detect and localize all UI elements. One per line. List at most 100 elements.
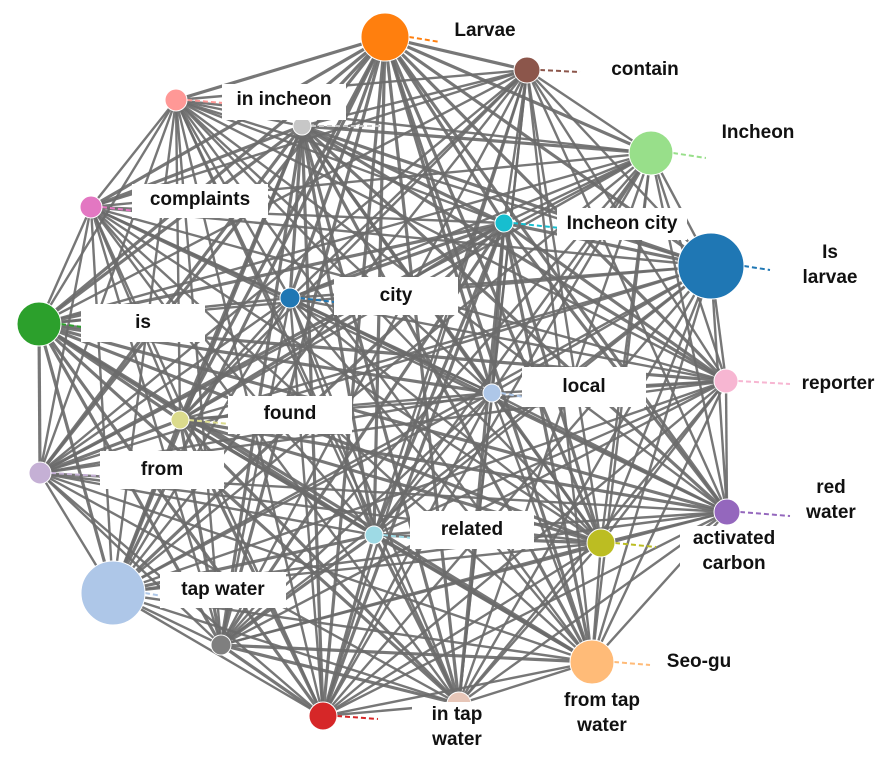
edge-local-red_water (491, 391, 728, 514)
edge-related-red_bottom (321, 534, 376, 717)
edge-local-activated_carbon (491, 392, 602, 544)
node-activated_carbon (586, 528, 616, 558)
edge-gray_top-incheon (301, 124, 652, 155)
edge-is_larvae-gray_bottom (220, 265, 712, 646)
edge-contain-activated_carbon (525, 69, 603, 544)
node-incheon_city (494, 213, 514, 233)
edge-seo_gu-in_tap_water (458, 660, 593, 706)
edge-related-tap_water (112, 533, 375, 595)
edge-activated_carbon-in_tap_water (458, 542, 602, 705)
label-red-water: red water (796, 475, 866, 529)
edge-gray_bottom-in_tap_water (220, 643, 460, 706)
edge-found-red_water (179, 418, 728, 514)
edge-is-from (37, 323, 42, 474)
edge-larvae-activated_carbon (383, 36, 603, 544)
label-activated-carbon: activated carbon (680, 526, 788, 580)
edge-found-from (39, 418, 181, 475)
edge-is-red_water (38, 322, 728, 514)
edge-complaints-seo_gu (90, 206, 593, 663)
leader-incheon (672, 152, 707, 159)
leader-activated_carbon (614, 542, 657, 548)
edge-related-in_tap_water (372, 534, 461, 705)
node-red_bottom (308, 701, 338, 731)
edge-is_larvae-seo_gu (590, 265, 713, 663)
edge-is_larvae-found (179, 264, 712, 422)
leader-city (299, 297, 335, 303)
leader-is (60, 323, 83, 328)
label-incheon: Incheon (706, 120, 810, 172)
edge-larvae-reporter (383, 35, 728, 383)
edge-is_larvae-from (39, 264, 712, 475)
edge-from-gray_bottom (39, 472, 222, 646)
node-is_larvae (677, 232, 745, 300)
edge-gray_bottom-red_bottom (220, 643, 324, 718)
label-reporter: reporter (790, 370, 886, 400)
edge-incheon_city-reporter (503, 221, 727, 383)
edge-complaints-activated_carbon (90, 205, 602, 545)
edge-activated_carbon-red_bottom (322, 541, 602, 718)
label-contain: contain (590, 57, 700, 82)
node-local (482, 383, 502, 403)
node-reporter (713, 368, 739, 394)
edge-related-gray_bottom (220, 533, 375, 647)
edge-is_larvae-tap_water (112, 264, 712, 595)
leader-complaints (101, 206, 136, 212)
edge-larvae-found (178, 36, 387, 421)
leader-red_water (739, 511, 791, 517)
edge-city-found (179, 297, 291, 421)
edge-incheon-is (38, 151, 652, 326)
nodes (16, 12, 791, 731)
node-from (28, 461, 52, 485)
node-incheon (628, 130, 674, 176)
label-is-larvae: Is larvae (790, 240, 870, 294)
label-is: is (81, 304, 205, 342)
label-in-incheon: in incheon (222, 84, 346, 120)
label-complaints: complaints (132, 184, 268, 218)
edge-local-seo_gu (490, 392, 594, 663)
edge-in_incheon-activated_carbon (175, 99, 602, 544)
edge-contain-gray_bottom (219, 69, 529, 646)
label-found: found (228, 396, 352, 434)
leader-reporter (737, 380, 791, 385)
edge-gray_top-complaints (90, 124, 303, 209)
leader-related (382, 534, 413, 539)
node-complaints (79, 195, 103, 219)
leader-larvae (408, 36, 441, 43)
edge-gray_bottom-seo_gu (220, 643, 593, 664)
node-tap_water (80, 560, 146, 626)
edge-gray_top-is (38, 124, 303, 326)
edge-larvae-in_incheon (175, 35, 386, 102)
leader-from (50, 472, 101, 477)
edge-related-seo_gu (373, 533, 593, 664)
edge-gray_top-seo_gu (300, 125, 594, 663)
edge-activated_carbon-gray_bottom (220, 541, 602, 647)
label-tap-water: tap water (160, 572, 286, 608)
label-incheon-city: Incheon city (557, 208, 687, 240)
leader-local (500, 392, 525, 398)
edge-complaints-in_tap_water (90, 206, 460, 705)
node-related (364, 525, 384, 545)
edge-gray_top-is_larvae (301, 124, 712, 268)
leader-contain (539, 69, 581, 73)
node-contain (513, 56, 541, 84)
leader-red_bottom (336, 715, 379, 720)
label-seo-gu: Seo-gu (652, 648, 746, 678)
label-larvae: Larvae (440, 18, 530, 43)
node-city (279, 287, 301, 309)
label-local: local (522, 367, 646, 407)
node-gray_bottom (210, 634, 232, 656)
edge-is-in_tap_water (37, 322, 461, 706)
edge-complaints-tap_water (89, 206, 115, 594)
node-red_water (713, 498, 741, 526)
edge-from-seo_gu (39, 471, 593, 664)
edge-contain-tap_water (112, 69, 528, 594)
label-city: city (334, 277, 458, 315)
edge-contain-is (38, 68, 528, 326)
node-seo_gu (569, 639, 615, 685)
edge-incheon_city-is_larvae (503, 221, 712, 268)
leader-is_larvae (743, 265, 771, 271)
edge-city-from (39, 297, 291, 474)
node-larvae (360, 12, 410, 62)
edge-larvae-in_tap_water (383, 36, 461, 705)
